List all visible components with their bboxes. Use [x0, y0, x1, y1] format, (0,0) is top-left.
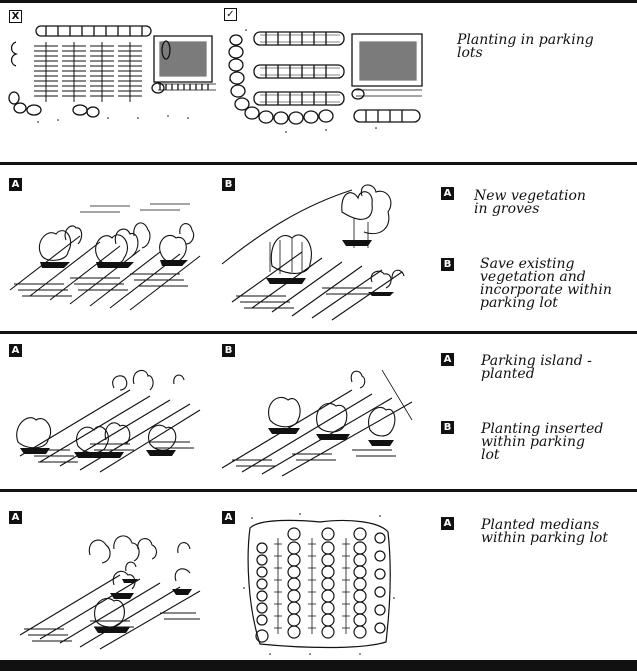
planted-medians-sketch — [10, 525, 210, 655]
parking-lot-plan-poor — [8, 20, 218, 145]
planted-medians-plan — [240, 508, 400, 658]
row3-legend-b-marker: B — [441, 421, 454, 434]
row3-legend-b-line3: lot — [481, 449, 631, 462]
row2-legend-b-text: Save existing vegetation and incorporate… — [480, 258, 635, 310]
row4-right-marker: A — [222, 511, 235, 524]
bottom-rule — [0, 660, 637, 671]
parking-lot-plan-good — [226, 20, 426, 140]
divider-2 — [0, 331, 637, 334]
row4-legend-a-text: Planted medians within parking lot — [481, 519, 633, 545]
row3-legend-b-text: Planting inserted within parking lot — [481, 423, 631, 462]
divider-3 — [0, 489, 637, 492]
row4-left-marker: A — [9, 511, 22, 524]
row4-legend-a-line2: within parking lot — [481, 532, 633, 545]
existing-vegetation-sketch — [222, 182, 432, 322]
row4-legend-a-marker: A — [441, 517, 454, 530]
row3-left-marker: A — [9, 344, 22, 357]
row3-legend-a-marker: A — [441, 353, 454, 366]
row3-legend-b-line2: within parking — [481, 436, 631, 449]
divider-1 — [0, 162, 637, 165]
row2-legend-a-text: New vegetation in groves — [474, 190, 634, 216]
top-rule — [0, 0, 637, 3]
row2-legend-a-marker: A — [441, 187, 454, 200]
row1-caption-line2: lots — [457, 47, 632, 60]
parking-island-sketch — [10, 360, 210, 480]
row2-left-marker: A — [9, 178, 22, 191]
row3-legend-a-text: Parking island - planted — [481, 355, 631, 381]
row2-legend-b-marker: B — [441, 258, 454, 271]
row1-caption-line1: Planting in parking — [457, 34, 632, 47]
row2-legend-b-line4: parking lot — [480, 297, 635, 310]
row2-legend-a-line2: in groves — [474, 203, 634, 216]
row3-legend-a-line2: planted — [481, 368, 631, 381]
row1-caption: Planting in parking lots — [457, 34, 632, 60]
grove-parking-sketch — [10, 200, 210, 320]
inserted-planting-sketch — [222, 360, 422, 480]
row3-right-marker: B — [222, 344, 235, 357]
